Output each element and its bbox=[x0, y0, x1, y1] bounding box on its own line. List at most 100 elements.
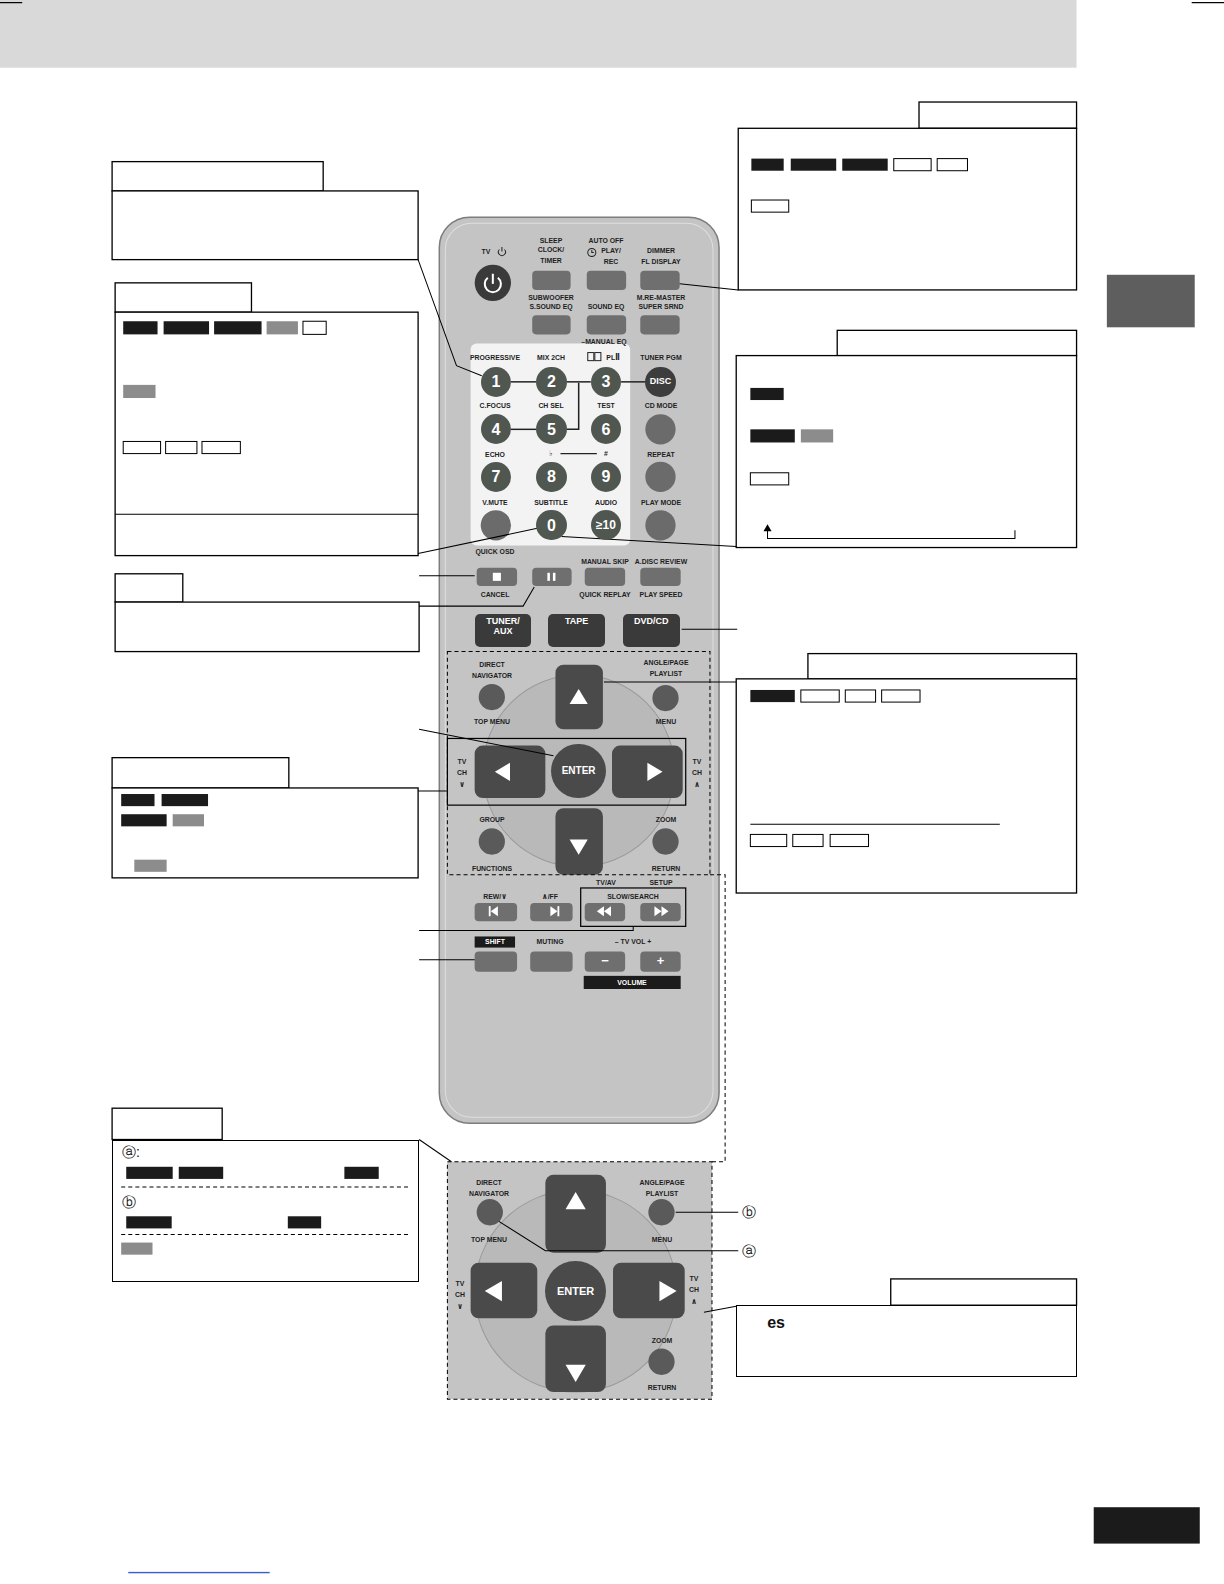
page-decoration bbox=[128, 1572, 269, 1573]
remote-button bbox=[587, 315, 626, 334]
button-icon bbox=[489, 906, 491, 916]
disc-tag bbox=[344, 1167, 378, 1179]
callout-letter: ⓑ bbox=[742, 1204, 756, 1220]
remote-button bbox=[475, 903, 517, 921]
arrow-icon-group bbox=[485, 524, 772, 1382]
disc-tag bbox=[164, 321, 209, 334]
bracket-outline bbox=[447, 738, 685, 805]
number-button: 0 bbox=[536, 510, 566, 540]
button-text: ≥10 bbox=[596, 519, 616, 532]
remote-body-group bbox=[439, 217, 719, 1399]
disc-tag bbox=[882, 690, 920, 702]
enter-button: ENTER bbox=[551, 744, 606, 799]
button-label: TUNER PGM bbox=[641, 352, 682, 363]
button-label: MANUAL SKIP bbox=[581, 556, 629, 567]
callout-box bbox=[112, 191, 418, 260]
button-label: ANGLE/PAGE PLAYLIST bbox=[641, 657, 691, 679]
remote-button bbox=[475, 746, 546, 799]
number-button: ≥10 bbox=[591, 510, 621, 540]
disc-tag bbox=[937, 159, 967, 171]
leader-line bbox=[710, 875, 725, 1162]
button-label: MIX 2CH bbox=[537, 352, 565, 363]
button-text: ENTER bbox=[557, 1285, 594, 1297]
callout-text: es bbox=[767, 1314, 785, 1332]
bridge-line bbox=[511, 381, 536, 383]
disc-tag bbox=[751, 200, 788, 212]
disc-tag bbox=[801, 429, 833, 442]
disc-tag bbox=[842, 159, 887, 171]
button-label: SOUND EQ bbox=[588, 301, 625, 312]
callout-box bbox=[115, 283, 251, 312]
remote-button bbox=[545, 1175, 606, 1253]
leader-line bbox=[115, 514, 418, 515]
button-label: ZOOM bbox=[655, 814, 676, 825]
leader-line bbox=[562, 536, 737, 546]
leader-line bbox=[680, 284, 739, 290]
button-label: TV CH bbox=[690, 756, 704, 778]
page-decoration bbox=[0, 0, 1077, 68]
leader-line bbox=[419, 1140, 451, 1162]
button-label: M.RE-MASTER bbox=[637, 292, 686, 303]
remote-body bbox=[447, 1162, 712, 1399]
button-label: AUTO OFF bbox=[588, 235, 623, 246]
button-label: ZOOM bbox=[652, 1335, 673, 1346]
button-label: CH SEL bbox=[539, 400, 564, 411]
remote-button bbox=[585, 568, 625, 586]
button-text: 6 bbox=[601, 421, 610, 439]
callout-box bbox=[891, 1279, 1077, 1305]
arrow-icon bbox=[659, 1281, 676, 1301]
disc-tag bbox=[830, 834, 868, 846]
button-label: V.MUTE bbox=[482, 497, 507, 508]
disc-tag bbox=[894, 159, 931, 171]
source-button: TUNER/ AUX bbox=[475, 614, 532, 646]
remote-button bbox=[545, 1325, 606, 1392]
button-label: DIRECT NAVIGATOR bbox=[466, 1177, 512, 1199]
button-label: TV CH bbox=[455, 756, 469, 778]
remote-body bbox=[445, 223, 713, 1117]
arrow-icon bbox=[570, 689, 588, 704]
button-text: ENTER bbox=[562, 765, 596, 776]
button-label: SLOW/SEARCH bbox=[607, 891, 659, 902]
button-label: ♭ bbox=[550, 448, 553, 459]
round-button bbox=[479, 828, 505, 854]
remote-button bbox=[585, 952, 625, 972]
disc-tag bbox=[303, 321, 326, 334]
button-label: GROUP bbox=[479, 814, 504, 825]
arrow-icon bbox=[491, 906, 498, 916]
source-button: TAPE bbox=[548, 614, 605, 646]
number-button: 4 bbox=[481, 414, 511, 444]
disc-tag bbox=[214, 321, 261, 334]
button-label: TV CH bbox=[687, 1273, 701, 1295]
button-label: MENU bbox=[655, 716, 675, 727]
round-button bbox=[645, 462, 675, 492]
number-button: 9 bbox=[591, 462, 621, 492]
button-text: DISC bbox=[650, 377, 672, 387]
disc-tag bbox=[126, 1167, 172, 1179]
leader-line bbox=[419, 926, 633, 930]
disc-tag bbox=[750, 834, 786, 846]
button-label: TOP MENU bbox=[471, 1234, 507, 1245]
button-label: TOP MENU bbox=[474, 716, 510, 727]
disc-tag bbox=[121, 794, 154, 806]
arrow-icon bbox=[654, 906, 661, 916]
button-label: SHIFT bbox=[485, 936, 505, 947]
button-text: 2 bbox=[547, 373, 556, 391]
disc-tag bbox=[750, 429, 794, 442]
remote-button bbox=[587, 271, 626, 290]
bracket-outline bbox=[581, 888, 686, 926]
button-label: # bbox=[604, 448, 608, 459]
button-text: TAPE bbox=[565, 617, 588, 627]
callout-box bbox=[112, 758, 289, 788]
arrow-icon bbox=[566, 1192, 586, 1209]
remote-button bbox=[477, 568, 517, 586]
button-label: AUDIO bbox=[595, 497, 617, 508]
leader-line bbox=[418, 790, 447, 791]
button-label: S.SOUND EQ bbox=[530, 301, 573, 312]
button-label: SUPER SRND bbox=[639, 301, 684, 312]
button-label: RETURN bbox=[648, 1382, 677, 1393]
button-text: 9 bbox=[601, 468, 610, 486]
number-button: 5 bbox=[536, 414, 566, 444]
enter-button: ENTER bbox=[545, 1261, 606, 1322]
button-label: RETURN bbox=[651, 863, 680, 874]
button-label: FUNCTIONS bbox=[472, 863, 512, 874]
